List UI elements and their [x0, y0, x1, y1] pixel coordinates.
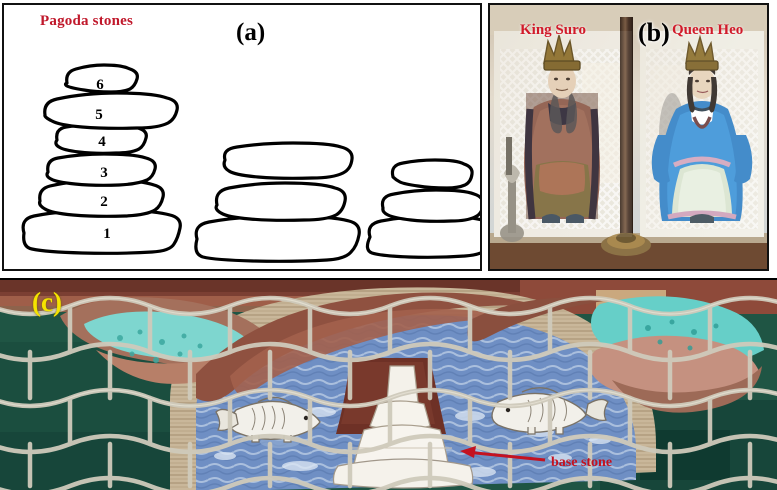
stone-number-5: 5 [95, 107, 103, 123]
stone-number-2: 2 [100, 194, 108, 210]
pagoda-stone-diagram: 1 2 3 4 5 6 [21, 63, 480, 263]
stone-number-4: 4 [98, 134, 106, 150]
queen-heo-label: Queen Heo [672, 22, 744, 38]
base-stone-label: base stone [551, 455, 613, 470]
base-stone-arrow [460, 446, 546, 462]
king-queen-portrait-photo [490, 5, 767, 269]
stone-number-3: 3 [100, 165, 108, 181]
panel-c: (c) 3 2 1 [0, 278, 777, 490]
panel-c-mark: (c) [32, 287, 62, 317]
pagoda-stones-label: Pagoda stones [40, 13, 134, 29]
stone-number-1: 1 [103, 226, 111, 242]
panel-b-mark: (b) [638, 18, 670, 47]
temple-mural-photo [0, 280, 777, 490]
panel-a-mark: (a) [236, 19, 266, 46]
panel-b: King Suro (b) Queen Heo [488, 3, 769, 271]
stone-number-6: 6 [96, 77, 104, 93]
top-strip: Pagoda stones (a) [2, 3, 769, 271]
panel-a: Pagoda stones (a) [2, 3, 482, 271]
king-suro-label: King Suro [520, 22, 586, 38]
